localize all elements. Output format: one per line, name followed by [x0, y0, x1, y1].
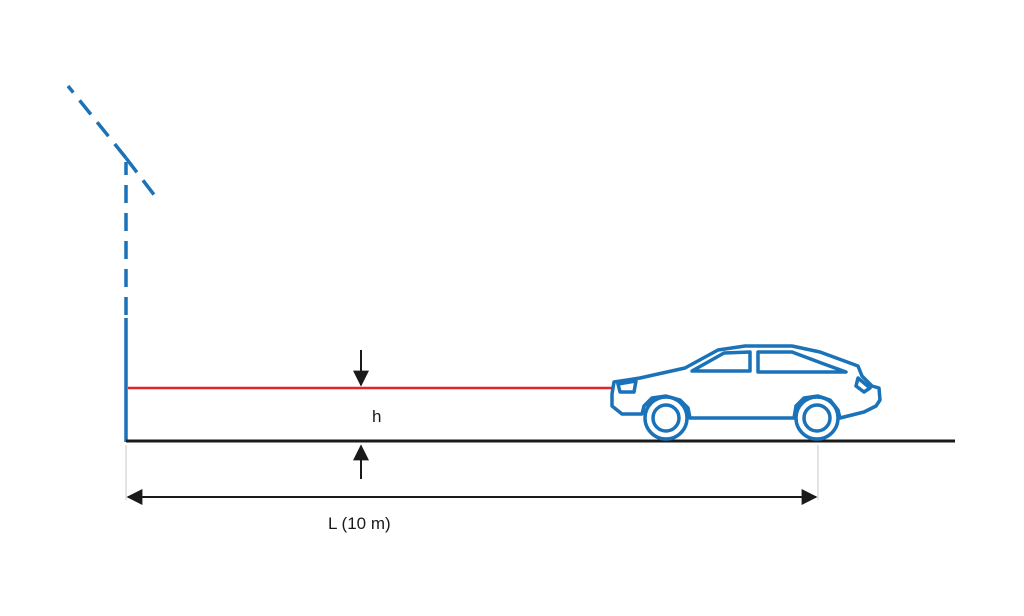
car-taillight: [854, 376, 872, 394]
car-front-hub: [651, 403, 681, 433]
car-rear-hub: [802, 403, 832, 433]
car-headlight: [616, 379, 638, 394]
car-rear-wheel: [794, 395, 840, 441]
distance-label: L (10 m): [328, 514, 391, 533]
car-front-window: [690, 350, 752, 373]
car-body: [610, 344, 882, 420]
height-label: h: [372, 407, 381, 426]
wall-dashed-upper: [66, 84, 160, 315]
car-rear-window: [756, 350, 848, 374]
car-front-wheel: [643, 395, 689, 441]
car-icon: [610, 344, 882, 441]
